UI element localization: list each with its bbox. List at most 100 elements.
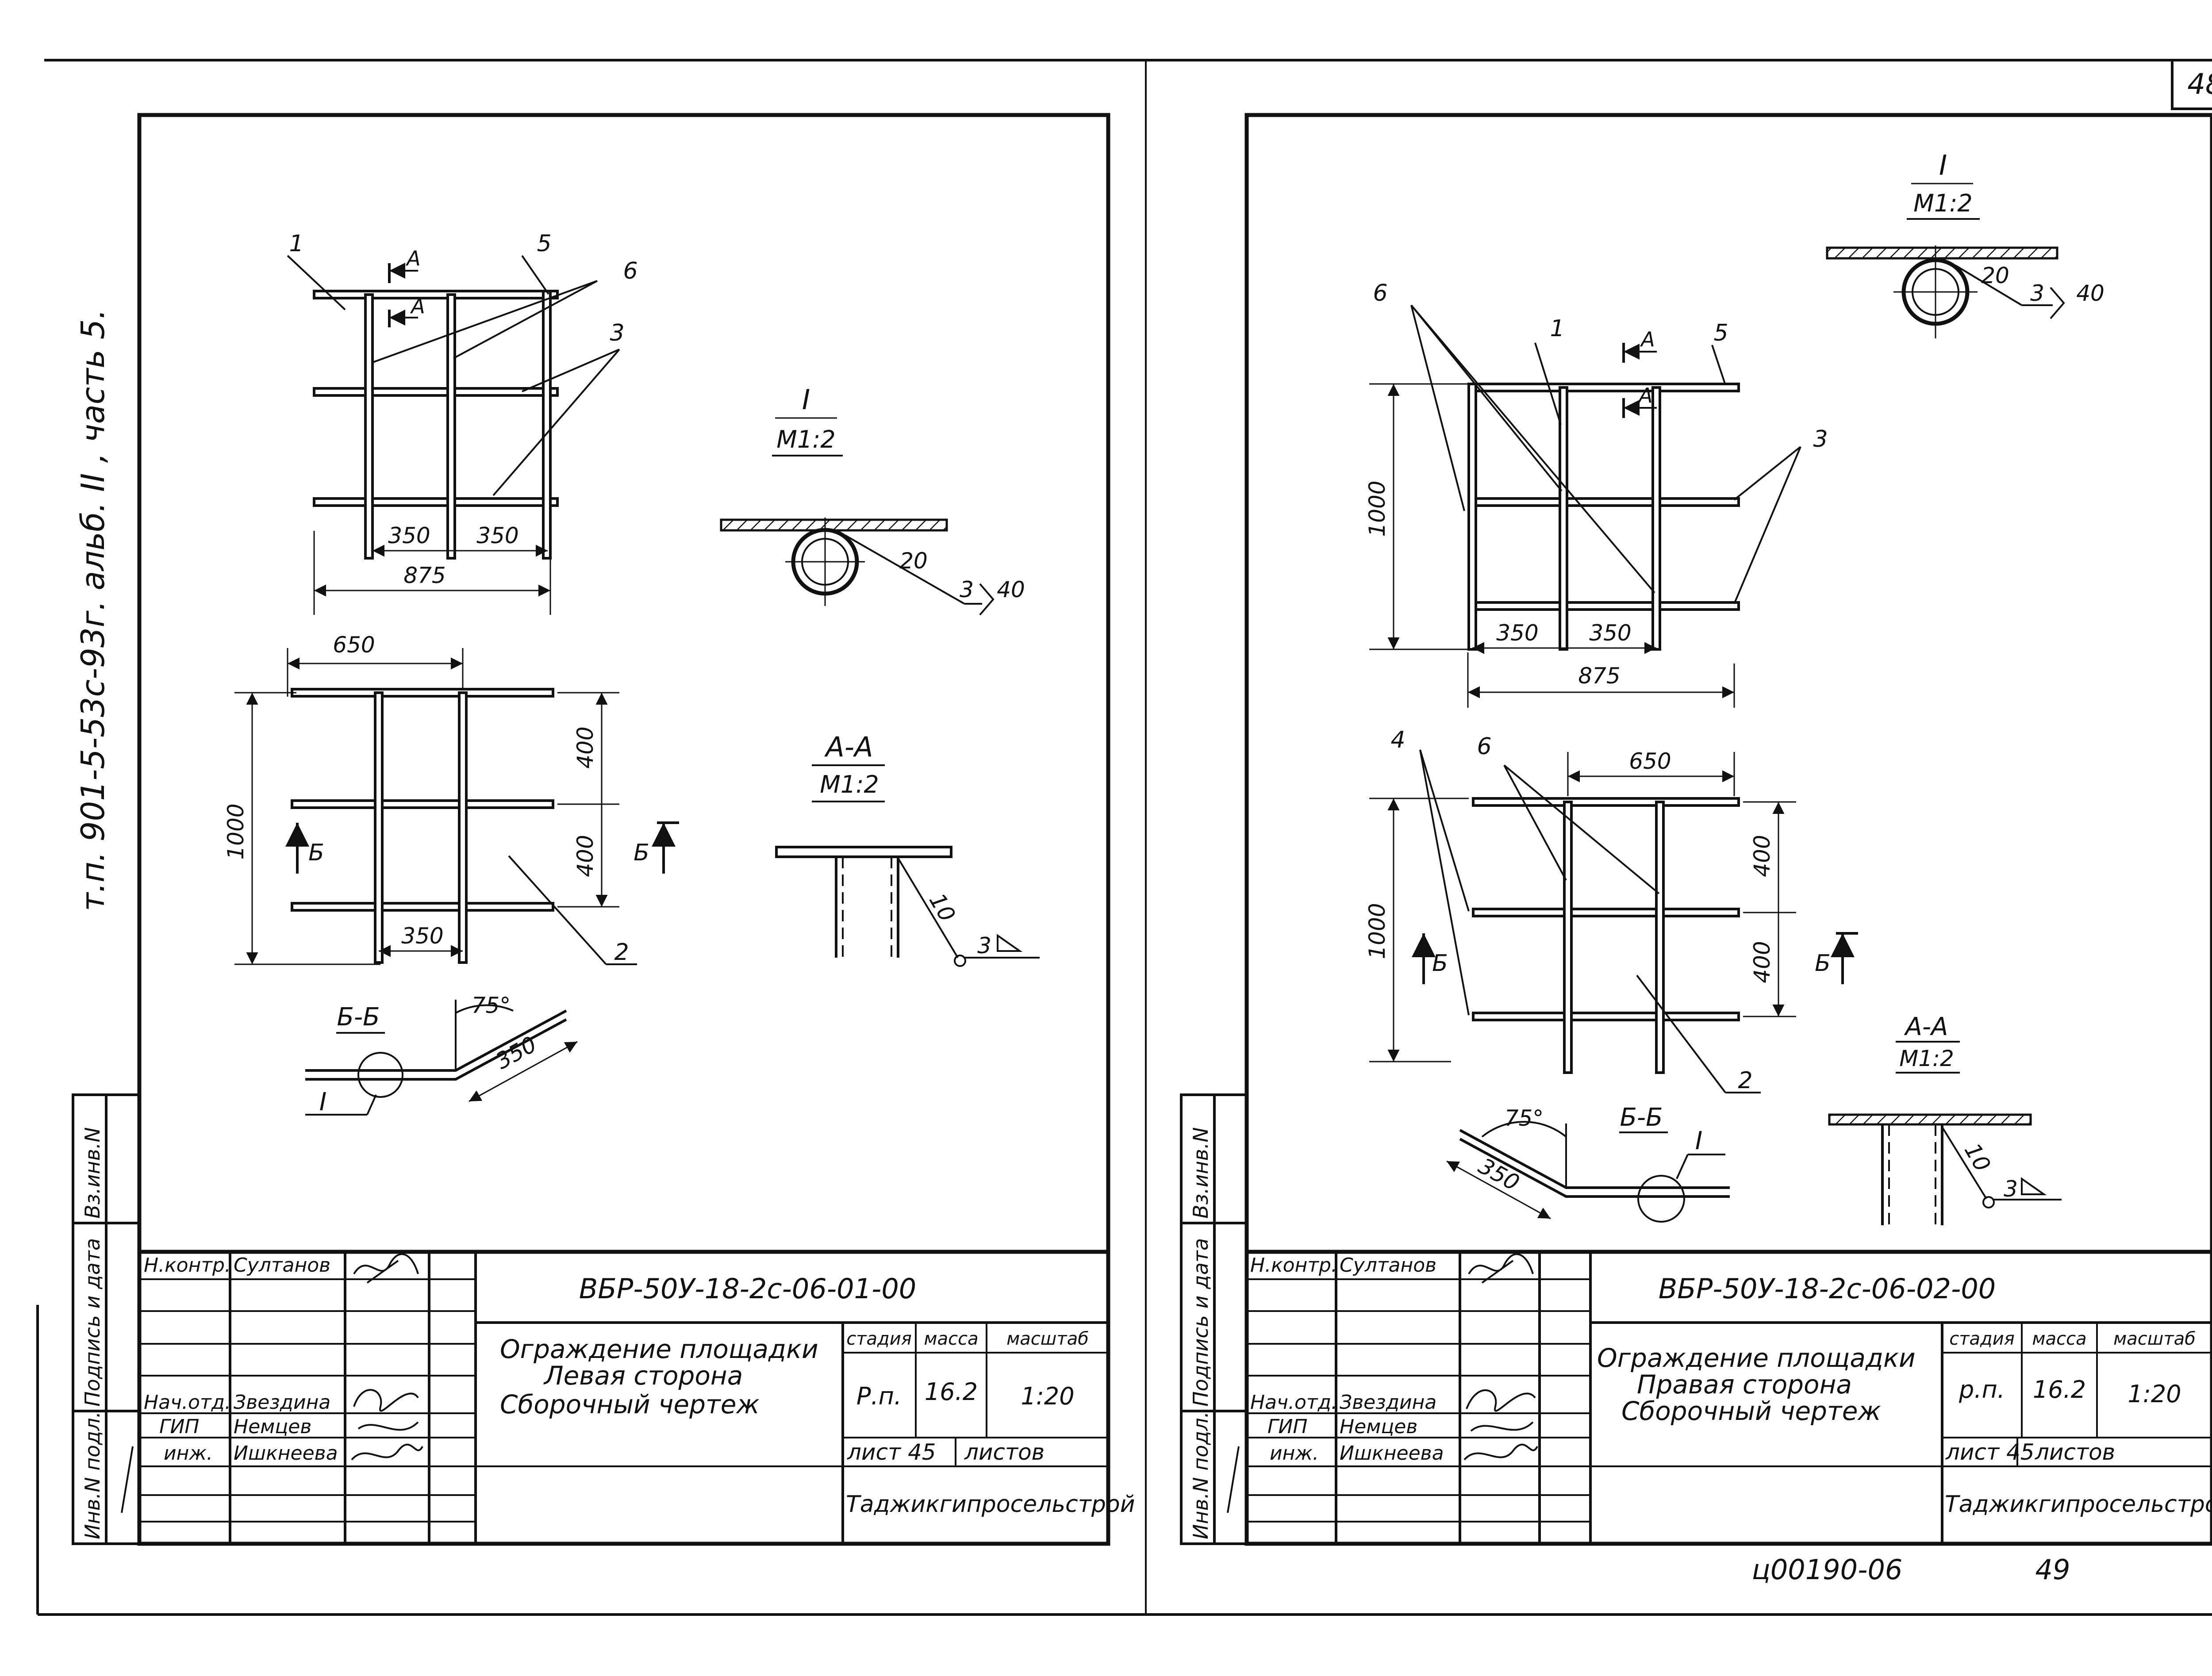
right-detail-ref: I — [1695, 1127, 1703, 1155]
left-dim-650: 650 — [333, 632, 375, 658]
right-tb-name-6: Ишкнеева — [1340, 1442, 1444, 1465]
left-signature-2 — [353, 1389, 419, 1431]
right-detail-title: I — [1939, 149, 1947, 181]
right-cut-b-right: Б — [1815, 950, 1831, 977]
left-item-5: 5 — [537, 230, 551, 257]
left-dim-350-b: 350 — [476, 523, 518, 548]
right-title-block: Н.контр. Султанов Нач.отд. Звездина ГИП … — [1227, 1250, 2212, 1546]
right-tb-h-stage: стадия — [1949, 1329, 2015, 1349]
right-signature-1 — [1468, 1253, 1534, 1284]
left-tb-role-4: Нач.отд. — [144, 1391, 231, 1414]
footer-code: ц00190-06 — [1752, 1553, 1903, 1586]
right-weld-40: 40 — [2076, 280, 2104, 306]
page-number: 48 — [2187, 68, 2212, 101]
right-detail-scale: М1:2 — [1913, 189, 1973, 217]
right-tb-code: ВБР-50У-18-2с-06-02-00 — [1659, 1273, 1996, 1305]
right-item-1: 1 — [1550, 315, 1564, 342]
left-weld-3-tri: 3 — [977, 933, 991, 959]
left-tb-role-1: Н.контр. — [144, 1254, 231, 1277]
right-weld-3-tri: 3 — [2004, 1176, 2018, 1202]
left-signature-3 — [351, 1443, 423, 1461]
left-tb-name-6: Ишкнеева — [234, 1442, 338, 1465]
left-item-1: 1 — [289, 230, 303, 257]
left-dim-350-a: 350 — [388, 523, 430, 548]
left-dim-875: 875 — [403, 563, 445, 588]
left-side-label-inv: Инв.N подл. — [81, 1411, 104, 1539]
left-cut-b-right: Б — [634, 840, 649, 866]
left-detail-ref: I — [319, 1088, 327, 1116]
left-weld-40: 40 — [997, 577, 1025, 602]
left-tb-sheet: лист 45 — [847, 1439, 936, 1465]
right-tb-role-1: Н.контр. — [1250, 1254, 1337, 1277]
paper-frame — [36, 59, 2212, 1616]
right-dim-875: 875 — [1578, 663, 1620, 689]
left-tb-name-4: Звездина — [234, 1391, 330, 1414]
left-weld-10: 10 — [924, 889, 960, 926]
left-bb-title: Б-Б — [337, 1003, 380, 1032]
left-dim-350-c: 350 — [401, 923, 443, 949]
right-dim-350-b: 350 — [1589, 620, 1631, 646]
left-tb-code: ВБР-50У-18-2с-06-01-00 — [579, 1273, 916, 1305]
right-cut-b-left: Б — [1432, 950, 1448, 977]
left-tb-mass: 16.2 — [925, 1378, 978, 1406]
left-tb-scale: 1:20 — [1021, 1382, 1074, 1410]
left-title-block: Н.контр. Султанов Нач.отд. Звездина ГИП … — [121, 1250, 1135, 1546]
left-detail-i: I М1:2 20 3 40 — [720, 384, 1025, 616]
right-weld-10: 10 — [1959, 1139, 1996, 1176]
left-tb-role-5: ГИП — [159, 1415, 200, 1438]
right-tb-title-l3: Сборочный чертеж — [1621, 1396, 1881, 1426]
left-tb-h-scale: масштаб — [1006, 1329, 1089, 1349]
right-tb-role-5: ГИП — [1267, 1415, 1308, 1438]
right-tb-title-l1: Ограждение площадки — [1597, 1343, 1916, 1373]
left-detail-title: I — [802, 384, 810, 416]
right-item-6-front: 6 — [1477, 733, 1491, 760]
right-section-bb: Б-Б I 75° 350 — [1446, 1103, 1730, 1223]
left-tb-stage: Р.п. — [856, 1382, 902, 1410]
right-dim-1000-top: 1000 — [1364, 480, 1390, 537]
right-dim-1000-front: 1000 — [1364, 903, 1390, 959]
left-aa-title: А-А — [824, 731, 873, 763]
right-side-stamp-block: Инв.N подл. Подпись и дата Вз.инв.N — [1180, 1093, 1248, 1545]
left-tb-name-5: Немцев — [234, 1415, 311, 1438]
right-dim-400-a: 400 — [1749, 835, 1775, 877]
left-side-stamp-block: Инв.N подл. Подпись и дата Вз.инв.N — [72, 1093, 141, 1545]
right-tb-title-l2: Правая сторона — [1637, 1369, 1852, 1400]
right-tb-name-4: Звездина — [1340, 1391, 1436, 1414]
right-section-aa: А-А М1:2 10 3 — [1828, 1013, 2062, 1225]
right-tb-name-1: Султанов — [1340, 1254, 1436, 1277]
right-weld-3: 3 — [2030, 280, 2044, 306]
right-tb-org: Таджикгипросельстрой — [1945, 1491, 2212, 1518]
right-signature-2 — [1466, 1389, 1536, 1432]
left-side-label-sign: Подпись и дата — [81, 1238, 104, 1407]
right-side-label-sign: Подпись и дата — [1189, 1238, 1213, 1407]
left-side-label-vz: Вз.инв.N — [81, 1127, 104, 1219]
left-front-view: 650 1000 400 400 350 2 Б Б — [223, 632, 679, 966]
right-item-4: 4 — [1390, 727, 1405, 753]
right-cut-a-bottom: А — [1637, 384, 1652, 407]
left-item-3: 3 — [610, 320, 624, 346]
right-dim-400-b: 400 — [1749, 941, 1775, 983]
right-cut-a-top: А — [1640, 327, 1655, 351]
left-section-bb: Б-Б I 75° 350 — [305, 993, 578, 1116]
right-bb-title: Б-Б — [1620, 1103, 1663, 1132]
right-tb-h-mass: масса — [2032, 1329, 2086, 1349]
right-dim-350-a: 350 — [1496, 620, 1538, 646]
left-tb-h-stage: стадия — [846, 1329, 912, 1349]
left-tb-sheets: листов — [964, 1439, 1045, 1465]
right-tb-sheet: лист 45 — [1945, 1439, 2035, 1465]
left-top-view: 350 350 875 1 5 6 3 А А — [287, 230, 638, 615]
left-dim-400-a: 400 — [572, 726, 598, 768]
right-tb-role-6: инж. — [1270, 1442, 1319, 1465]
right-tb-sheets: листов — [2035, 1439, 2115, 1465]
right-signature-3 — [1463, 1443, 1538, 1461]
left-aa-scale: М1:2 — [820, 771, 879, 798]
left-tb-role-6: инж. — [164, 1442, 213, 1465]
left-tb-title-l2: Левая сторона — [543, 1361, 743, 1391]
footer-page: 49 — [2035, 1553, 2070, 1586]
right-top-view: 1000 350 350 875 6 1 5 3 А А — [1364, 280, 1828, 708]
left-tb-org: Таджикгипросельстрой — [846, 1491, 1135, 1518]
right-item-3: 3 — [1813, 426, 1828, 453]
right-item-5: 5 — [1713, 320, 1728, 346]
right-tb-mass: 16.2 — [2033, 1376, 2086, 1404]
